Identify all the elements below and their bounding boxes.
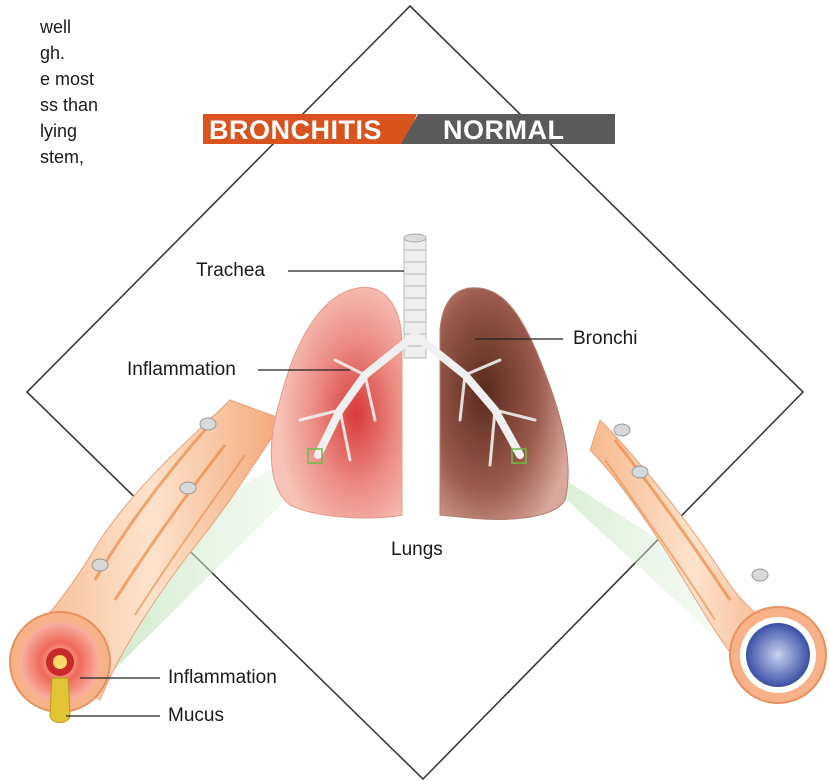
mucus-label: Mucus	[168, 705, 224, 727]
bronchitis-title: BRONCHITIS	[209, 115, 382, 145]
normal-airway	[590, 420, 826, 703]
intro-line: gh.	[40, 40, 100, 66]
intro-line: ss than	[40, 92, 100, 118]
intro-line: lying	[40, 118, 100, 144]
trachea-label: Trachea	[196, 260, 265, 282]
inflammation-airway-label: Inflammation	[168, 667, 277, 689]
title-banner: BRONCHITIS NORMAL	[203, 114, 615, 144]
intro-line: stem,	[40, 144, 100, 170]
normal-lung	[440, 288, 568, 520]
lungs-label: Lungs	[391, 539, 443, 561]
intro-text: well gh. e most ss than lying stem,	[40, 14, 100, 170]
bronchi-label: Bronchi	[573, 328, 637, 350]
intro-line: well	[40, 14, 100, 40]
normal-title: NORMAL	[443, 115, 564, 145]
inflamed-lung	[271, 287, 402, 518]
inflammation-lung-label: Inflammation	[127, 359, 236, 381]
intro-line: e most	[40, 66, 100, 92]
